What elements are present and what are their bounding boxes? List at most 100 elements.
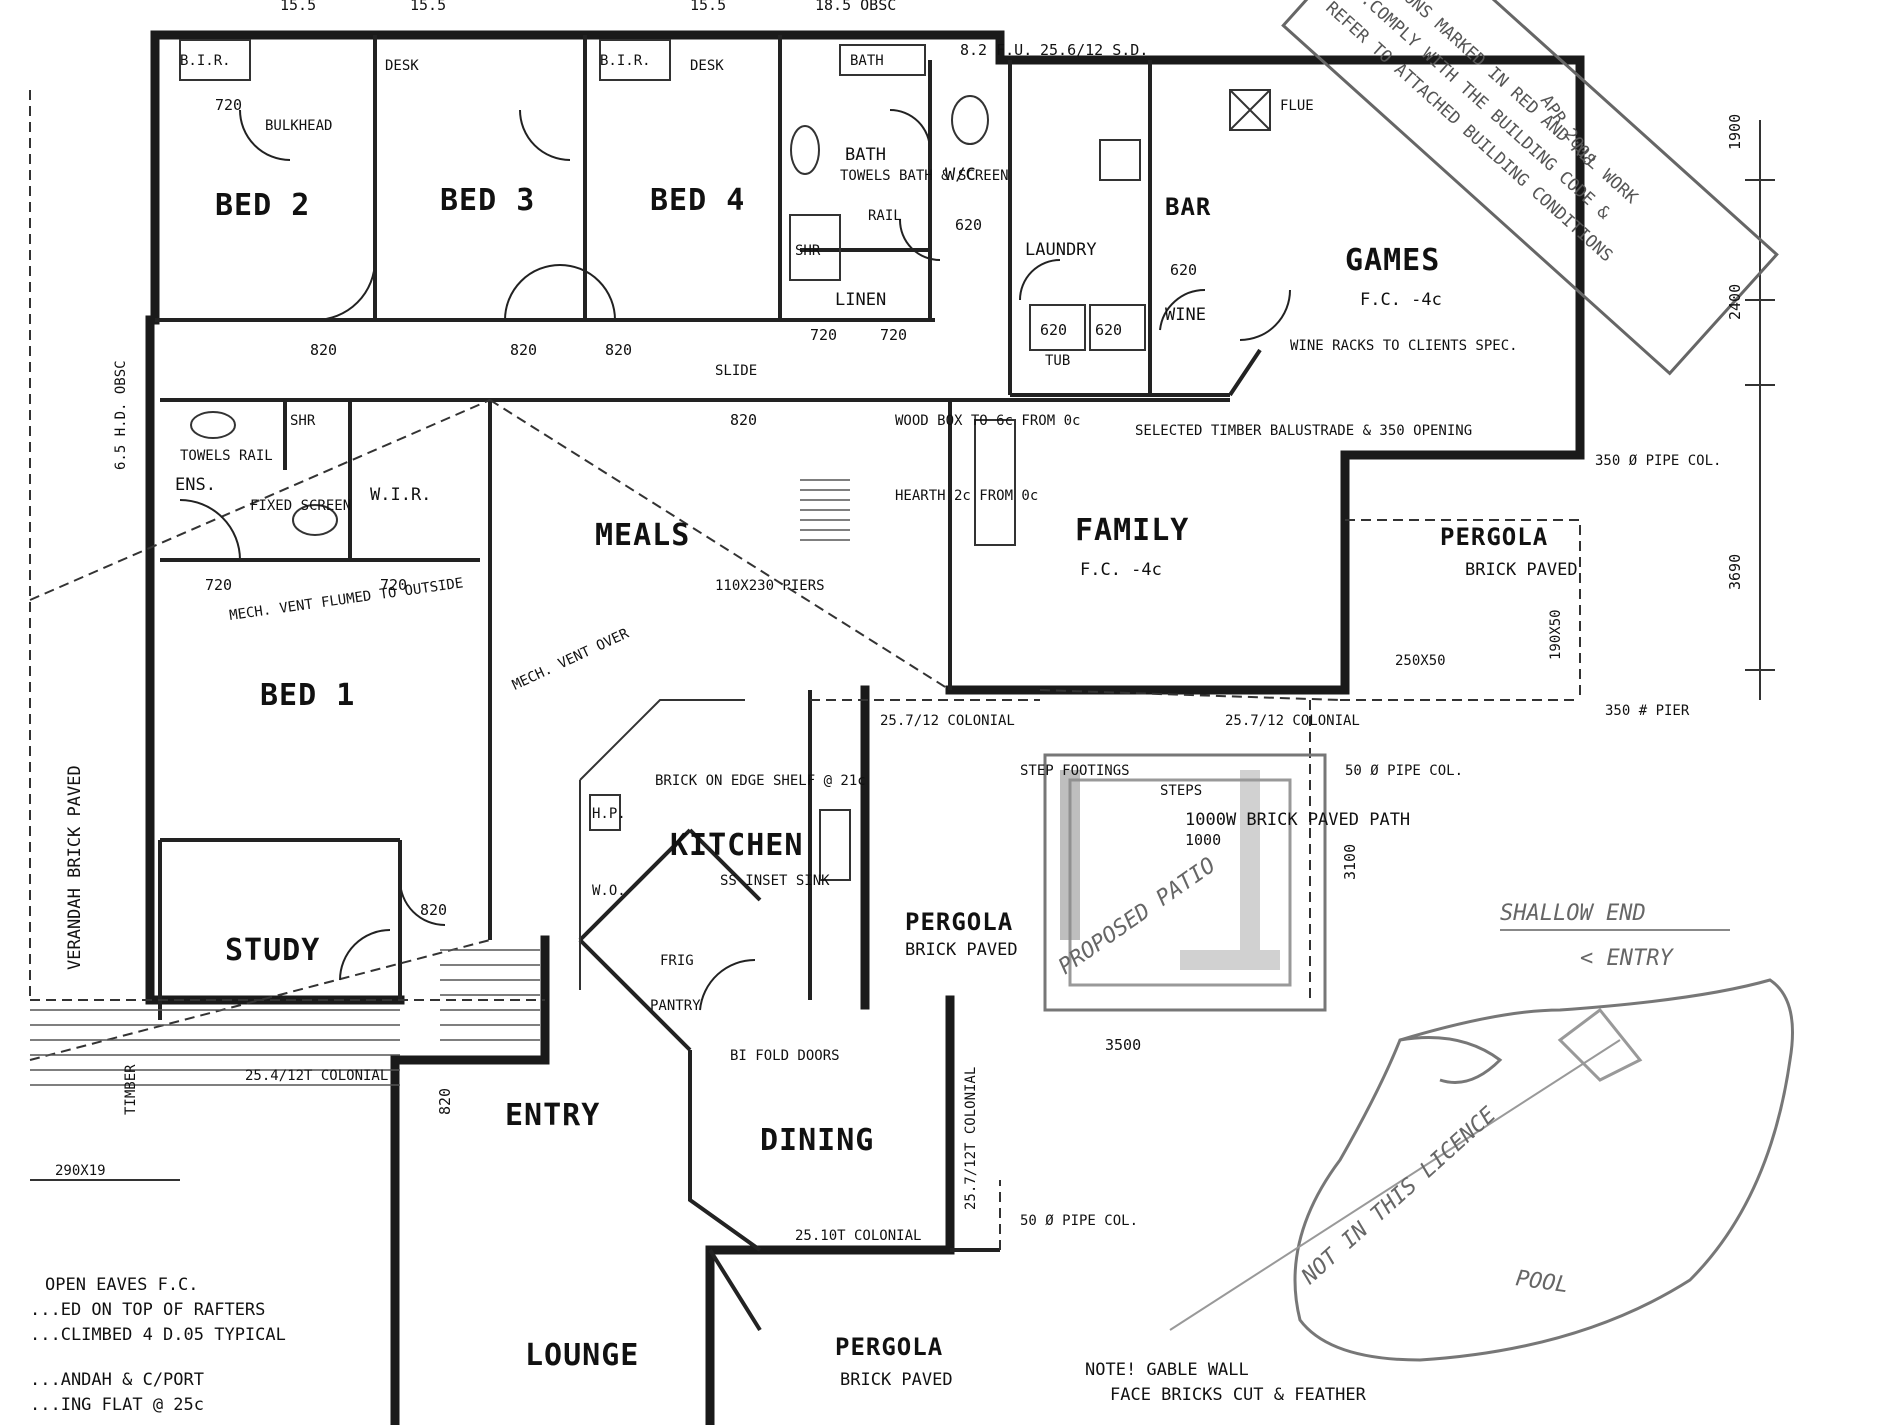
dim-top-c: 15.5 [690,0,726,14]
colonial-c: 25.10T COLONIAL [795,1228,921,1244]
bulkhead: BULKHEAD [265,118,332,134]
ss-sink: SS INSET SINK [720,873,830,889]
room-entry: ENTRY [505,1098,600,1133]
dim-720-a: 720 [215,96,242,114]
beam-290x19: 290X19 [55,1163,106,1179]
pergola-kitchen-label: PERGOLA [905,908,1013,936]
room-bath: BATH [845,145,886,165]
pergola-family-sub: BRICK PAVED [1465,560,1578,580]
room-wine: WINE [1165,305,1206,325]
tub: TUB [1045,353,1070,369]
colonial-b: 25.7/12 COLONIAL [1225,713,1360,729]
bir-2: B.I.R. [600,53,651,69]
frig: FRIG [660,953,694,969]
door-820-b: 820 [510,341,537,359]
door-820-e: 820 [420,901,447,919]
eaves-note-3: ...CLIMBED 4 D.05 TYPICAL [30,1325,286,1345]
construction-lines [29,90,1775,1250]
dim-1900: 1900 [1726,114,1744,150]
door-swings [179,109,1291,1011]
gable-note-2: FACE BRICKS CUT & FEATHER [1110,1385,1367,1405]
desk-1: DESK [385,58,419,74]
bath-towels: TOWELS BATH & SCREEN [840,168,1009,184]
room-bed2: BED 2 [215,188,310,223]
col-50b: 50 Ø PIPE COL. [1020,1213,1138,1229]
room-kitchen: KITCHEN [670,828,803,863]
pergola-lounge-label: PERGOLA [835,1333,943,1361]
beam-250x50: 250X50 [1395,653,1446,669]
dim-top-d: 18.5 OBSC [815,0,896,14]
fixed-screen: FIXED SCREEN [250,498,351,514]
room-ens: ENS. [175,475,216,495]
dim-3100: 3100 [1341,844,1359,880]
room-bar: BAR [1165,193,1211,221]
door-820-a: 820 [310,341,337,359]
mech-vent-over: MECH. VENT OVER [510,625,632,693]
door-820-f: 820 [436,1088,454,1115]
piers: 110X230 PIERS [715,578,825,594]
room-lounge: LOUNGE [525,1338,639,1373]
bir-1: B.I.R. [180,53,231,69]
colonial-e: 25.7/12T COLONIAL [963,1067,979,1210]
patio-path: 1000W BRICK PAVED PATH [1185,810,1410,830]
hp: H.P. [592,806,626,822]
dim-720-c: 720 [880,326,907,344]
dim-620-a: 620 [955,216,982,234]
bifold-doors: BI FOLD DOORS [730,1048,840,1064]
room-meals: MEALS [595,518,690,553]
not-in-licence: NOT IN THIS LICENCE [1297,1102,1502,1290]
wood-box: WOOD BOX TO 6c FROM 0c [895,413,1080,429]
notes: OPEN EAVES F.C. ...ED ON TOP OF RAFTERS … [30,763,1674,1415]
brick-shelf: BRICK ON EDGE SHELF @ 21c [655,773,866,789]
shr-ens: SHR [290,413,316,429]
room-wc: W/C [945,165,976,185]
timber-balustrade: SELECTED TIMBER BALUSTRADE & 350 OPENING [1135,423,1472,439]
room-bed1: BED 1 [260,678,355,713]
dimension-labels: 15.5 15.5 15.5 18.5 OBSC 8.2 F.U. 25.6/1… [55,0,1744,1244]
patio-footings: STEP FOOTINGS [1020,763,1130,779]
shallow-end: SHALLOW END [1500,901,1646,926]
dim-top-e: 8.2 F.U. [960,41,1032,59]
bath-tub: BATH [850,53,884,69]
colonial-d: 25.4/12T COLONIAL [245,1068,388,1084]
eaves-note-1: OPEN EAVES F.C. [45,1275,199,1295]
dim-620-b: 620 [1170,261,1197,279]
colonial-a: 25.7/12 COLONIAL [880,713,1015,729]
dim-top-a: 15.5 [280,0,316,14]
room-pantry: PANTRY [650,998,701,1014]
room-linen: LINEN [835,290,886,310]
room-bed4: BED 4 [650,183,745,218]
eaves-note-4: ...ANDAH & C/PORT [30,1370,204,1390]
col-350: 350 Ø PIPE COL. [1595,453,1721,469]
dim-2400: 2400 [1726,284,1744,320]
pergola-lounge-sub: BRICK PAVED [840,1370,953,1390]
dim-620-d: 620 [1095,321,1122,339]
dim-720-e: 720 [380,576,407,594]
pier-350: 350 # PIER [1605,703,1690,719]
timber-c: TIMBER [123,1064,139,1115]
dim-top-b: 15.5 [410,0,446,14]
rail: RAIL [868,208,902,224]
slide: SLIDE [715,363,757,379]
fixtures [179,39,1271,990]
patio-steps: STEPS [1160,783,1202,799]
room-wir: W.I.R. [370,485,431,505]
eaves-note-5: ...ING FLAT @ 25c [30,1395,204,1415]
dim-1000: 1000 [1185,831,1221,849]
col-50: 50 Ø PIPE COL. [1345,763,1463,779]
room-family: FAMILY [1075,513,1189,548]
room-bed3: BED 3 [440,183,535,218]
door-820-c: 820 [605,341,632,359]
verandah-label: VERANDAH BRICK PAVED [65,765,85,970]
dim-top-f: 25.6/12 S.D. [1040,41,1148,59]
beam-190x50: 190X50 [1548,609,1564,660]
flue: FLUE [1280,98,1314,114]
wine-racks: WINE RACKS TO CLIENTS SPEC. [1290,338,1518,354]
room-games: GAMES [1345,243,1440,278]
desk-2: DESK [690,58,724,74]
gable-note-1: NOTE! GABLE WALL [1085,1360,1249,1380]
proposed-patio [1043,753,1327,1012]
family-ceiling: F.C. -4c [1080,560,1162,580]
towels-ens: TOWELS RAIL [180,448,273,464]
